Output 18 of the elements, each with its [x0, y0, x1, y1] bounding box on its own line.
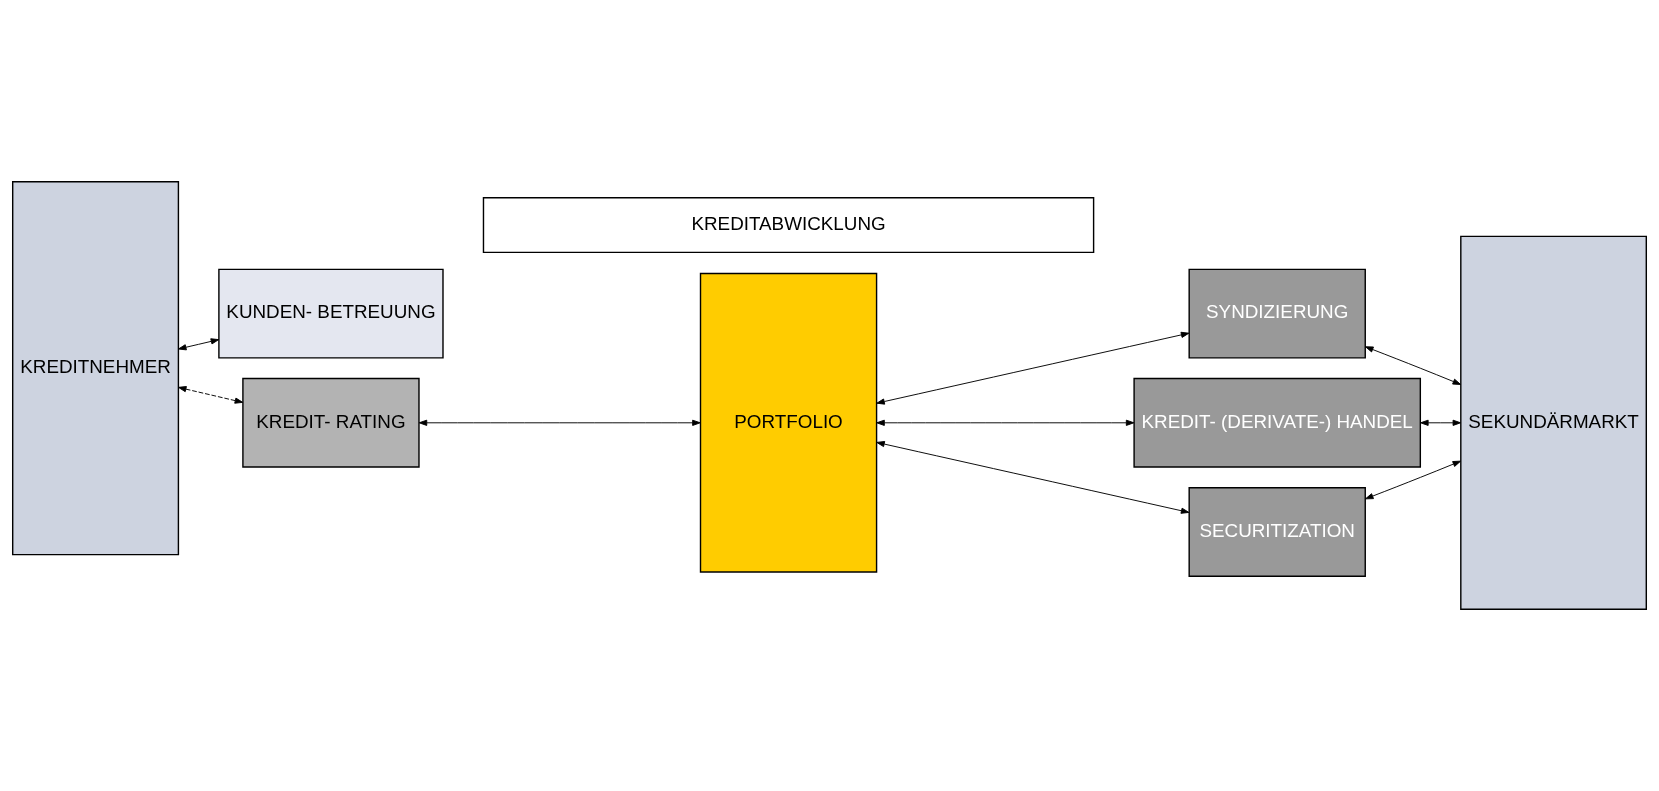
node-box: KREDIT- (DERIVATE-) HANDEL: [1133, 377, 1422, 468]
node-box: KUNDEN- BETREUUNG: [218, 268, 444, 359]
node-box: KREDITNEHMER: [12, 181, 180, 556]
node-box: SYNDIZIERUNG: [1188, 268, 1366, 359]
node-box: SEKUNDÄRMARKT: [1460, 235, 1647, 610]
arrow: [178, 386, 244, 404]
arrow: [1365, 346, 1462, 385]
arrow: [1365, 460, 1462, 500]
node-box: PORTFOLIO: [699, 272, 878, 573]
arrow: [876, 419, 1135, 426]
node-box: SECURITIZATION: [1188, 487, 1366, 577]
arrow: [1420, 419, 1462, 426]
arrow: [178, 338, 220, 351]
node-box: KREDIT- RATING: [242, 377, 420, 468]
node-box: KREDITABWICKLUNG: [482, 197, 1095, 254]
arrow: [876, 441, 1190, 514]
arrow: [876, 331, 1190, 405]
arrow: [418, 419, 701, 426]
